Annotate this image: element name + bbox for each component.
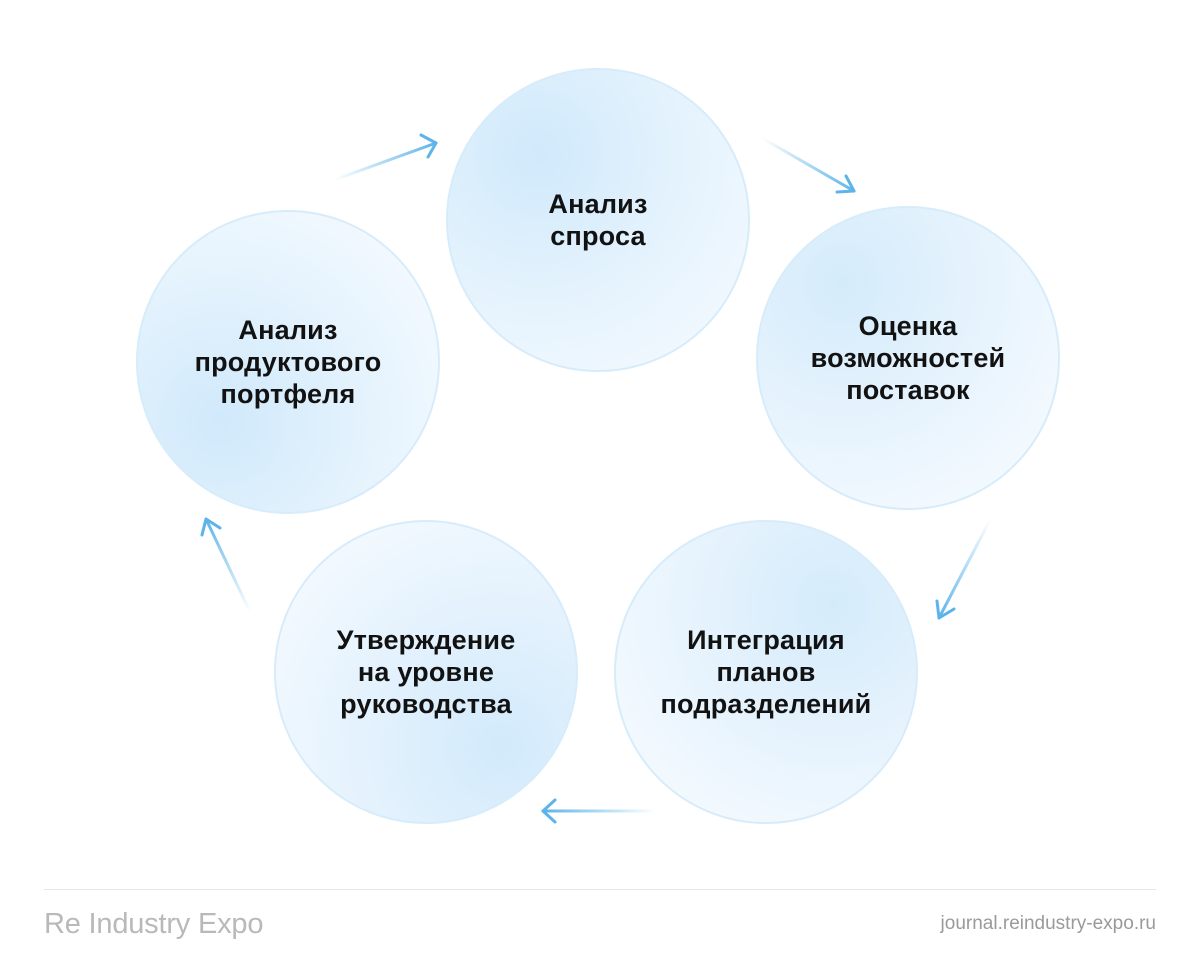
node-management-approval: Утверждение на уровне руководства — [274, 520, 578, 824]
arrow-portfolio-to-demand — [332, 133, 438, 182]
node-label-portfolio: Анализ продуктового портфеля — [194, 315, 382, 409]
node-label-demand: Анализ спроса — [548, 189, 648, 251]
arrow-demand-to-supply — [760, 136, 856, 194]
node-portfolio-analysis: Анализ продуктового портфеля — [136, 210, 440, 514]
brand-logo: Re Industry Expo — [44, 908, 264, 940]
footer-url: journal.reindustry-expo.ru — [940, 913, 1156, 934]
footer-divider — [44, 889, 1156, 890]
node-plan-integration: Интеграция планов подразделений — [614, 520, 918, 824]
node-demand-analysis: Анализ спроса — [446, 68, 750, 372]
arrow-approval-to-portfolio — [200, 517, 252, 614]
node-supply-assessment: Оценка возможностей поставок — [756, 206, 1060, 510]
arrow-integration-to-approval — [541, 798, 658, 824]
node-label-approval: Утверждение на уровне руководства — [336, 625, 516, 719]
node-label-integration: Интеграция планов подразделений — [660, 625, 872, 719]
node-label-supply: Оценка возможностей поставок — [810, 311, 1006, 405]
arrow-supply-to-integration — [935, 518, 992, 620]
